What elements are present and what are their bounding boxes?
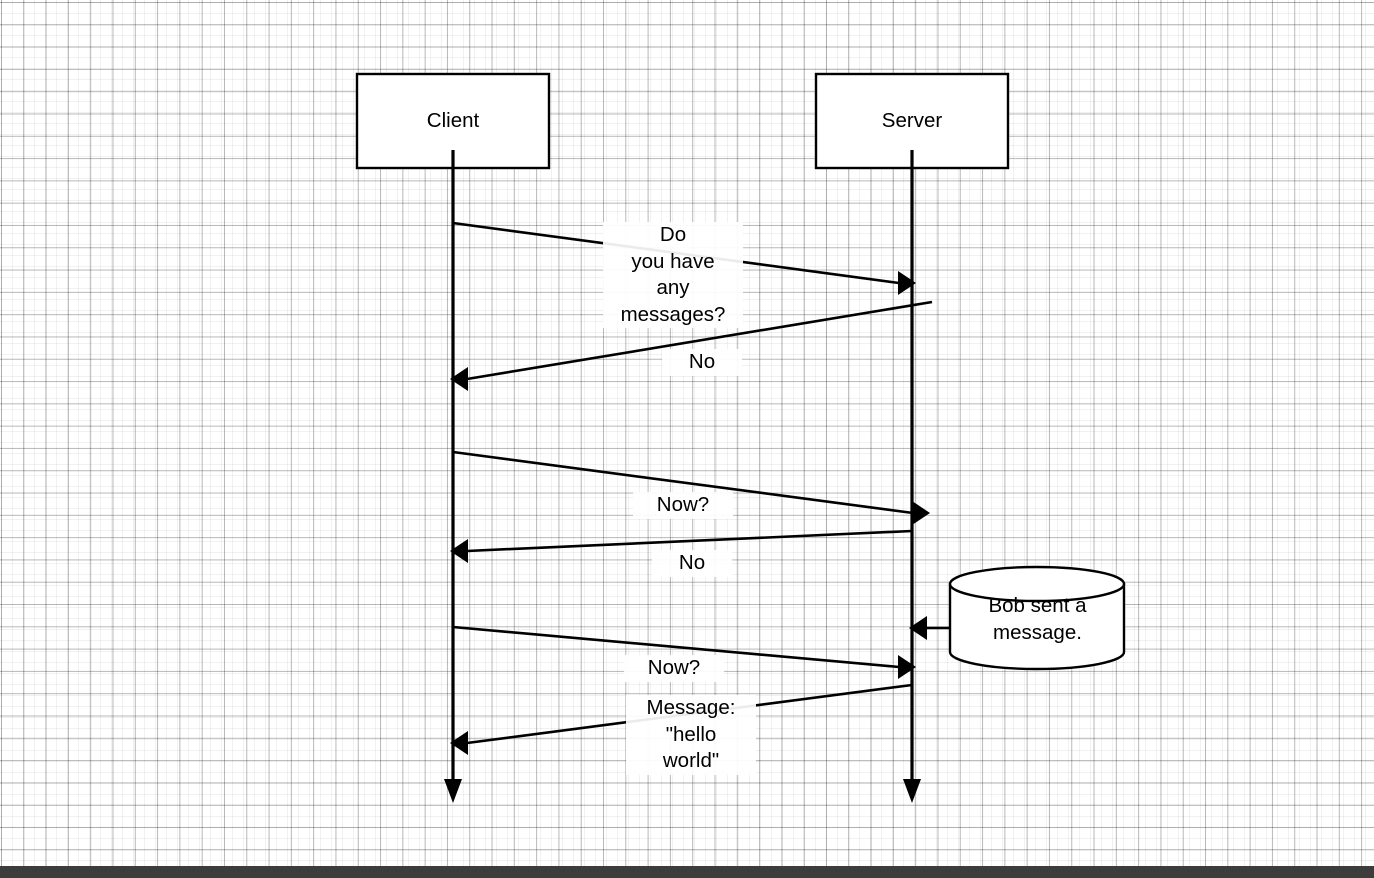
lifeline-server-endcap-icon — [903, 779, 921, 803]
lifeline-client-endcap-icon — [444, 779, 462, 803]
message-arrow-5[interactable] — [452, 625, 916, 679]
participant-label-client: Client — [426, 109, 480, 132]
message-arrow-4[interactable] — [450, 529, 913, 563]
participant-label-server: Server — [881, 109, 943, 132]
note-connector-arrow — [909, 616, 950, 640]
note-cylinder-shape[interactable] — [948, 565, 1126, 671]
taskbar — [0, 866, 1374, 878]
note-cylinder-label: Bob sent a message. — [988, 594, 1087, 644]
message-arrow-2[interactable] — [450, 300, 933, 391]
message-arrow-1[interactable] — [452, 221, 916, 295]
message-arrow-6[interactable] — [450, 683, 913, 755]
message-arrow-3[interactable] — [452, 450, 930, 525]
